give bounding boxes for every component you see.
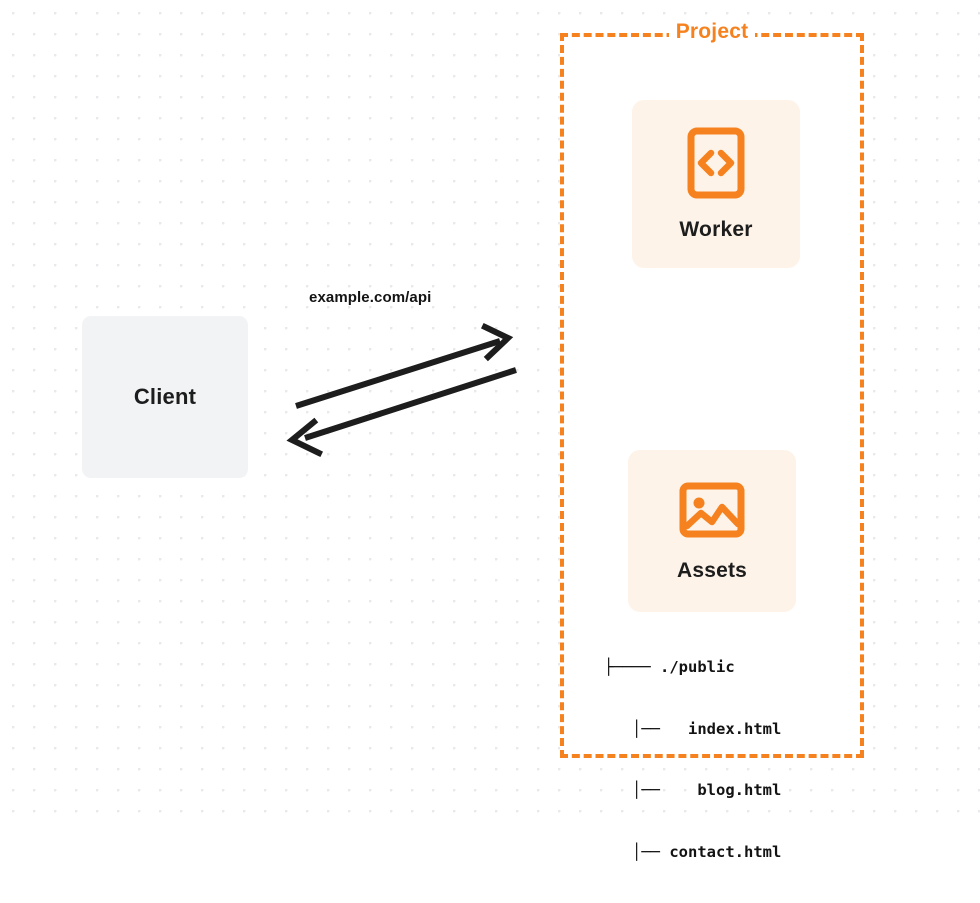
arrow-head-request <box>480 322 514 362</box>
file-tree-name: index.html <box>669 719 782 738</box>
arrow-line-request <box>295 338 501 409</box>
arrow-head-response <box>286 417 324 458</box>
worker-card[interactable]: Worker <box>632 100 800 268</box>
file-tree-name: contact.html <box>669 842 782 861</box>
file-tree-row: ├──── ./public <box>604 657 781 678</box>
request-url-label: example.com/api <box>309 289 432 306</box>
file-tree-branch: ├──── <box>604 658 651 676</box>
code-brackets-icon <box>687 127 745 204</box>
file-tree-branch: │── <box>604 719 660 738</box>
assets-file-tree: ├──── ./public │── index.html │── blog.h… <box>604 616 781 903</box>
file-tree-row: │── index.html <box>604 719 781 740</box>
arrow-line-response <box>304 367 517 441</box>
file-tree-name: ./public <box>660 658 735 676</box>
file-tree-row: │── blog.html <box>604 780 781 801</box>
file-tree-name: blog.html <box>669 781 782 799</box>
file-tree-branch: │── <box>604 842 660 861</box>
diagram-canvas: Client example.com/api Project Worker <box>0 0 980 861</box>
assets-card[interactable]: Assets <box>628 450 796 612</box>
worker-label: Worker <box>679 217 753 241</box>
file-tree-row: │── contact.html <box>604 842 781 863</box>
client-label: Client <box>133 384 197 409</box>
image-icon <box>679 480 745 545</box>
client-node[interactable]: Client <box>82 316 248 478</box>
assets-label: Assets <box>676 558 748 582</box>
file-tree-branch: │── <box>604 781 660 799</box>
